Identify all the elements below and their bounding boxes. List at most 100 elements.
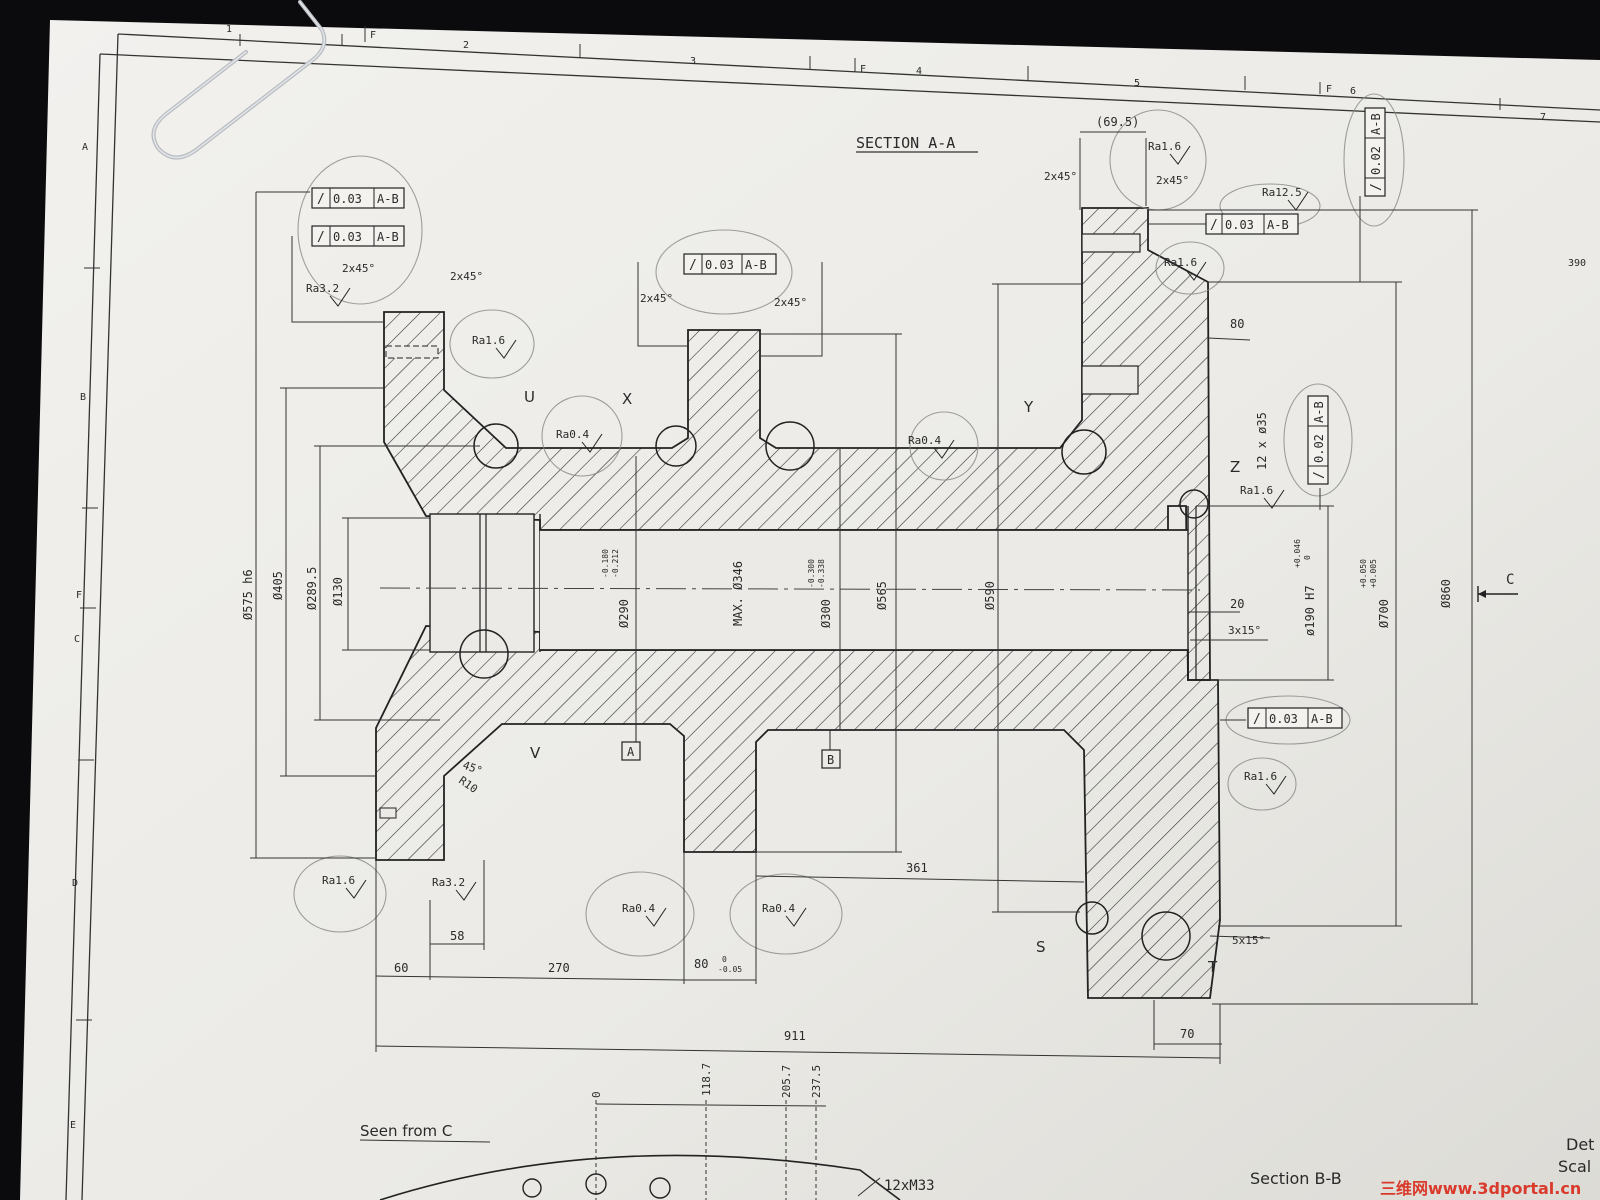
dia-860: Ø860 — [1439, 579, 1453, 608]
ra-symbol-11: Ra3.2 — [432, 876, 477, 901]
dim-80-bottom: 80 — [694, 957, 708, 971]
bottom-dim-0: 0 — [590, 1091, 603, 1098]
chamfer-3: 2x45° — [640, 292, 673, 305]
border-row-b: B — [80, 392, 86, 403]
section-bb-title: Section B-B — [1250, 1169, 1342, 1188]
tolerance-frame-4: / 0.03 A-B — [1205, 213, 1299, 235]
svg-text:Ra0.4: Ra0.4 — [762, 902, 795, 915]
dia-290: Ø290 — [617, 599, 631, 628]
svg-text:/: / — [1369, 183, 1384, 191]
dia-700-tol-lower: +0.005 — [1369, 559, 1378, 588]
ra-symbol-9: Ra1.6 — [1244, 770, 1287, 795]
svg-text:Ra0.4: Ra0.4 — [556, 428, 589, 441]
border-col-7: 7 — [1540, 112, 1546, 123]
watermark: 三维网www.3dportal.cn — [1380, 1179, 1581, 1198]
svg-text:0.02: 0.02 — [1369, 146, 1383, 175]
border-row-f: F — [76, 590, 82, 601]
bottom-dim-118-7: 118.7 — [700, 1063, 713, 1096]
dim-holes: 12 x ø35 — [1255, 412, 1269, 470]
dia-300-tol-upper: -0.300 — [807, 559, 816, 588]
border-row-c: C — [74, 634, 80, 645]
ra-symbol-8: Ra1.6 — [1240, 484, 1285, 509]
bottom-dim-205-7: 205.7 — [780, 1065, 793, 1098]
dimension-lines — [250, 131, 1478, 1064]
chamfer-angle-45: 45° — [461, 759, 484, 778]
tolerance-frames: / 0.03 A-B / 0.03 A-B / 0.03 A-B / 0.03 … — [311, 107, 1386, 729]
dia-289-5: Ø289.5 — [305, 567, 319, 610]
detail-z: Z — [1230, 458, 1240, 476]
dia-700: Ø700 — [1377, 599, 1391, 628]
svg-text:0.03: 0.03 — [705, 258, 734, 272]
detail-circles — [459, 421, 1209, 961]
svg-text:Ra1.6: Ra1.6 — [1240, 484, 1273, 497]
dia-130: Ø130 — [331, 577, 345, 606]
dim-270: 270 — [548, 961, 570, 975]
border-row-d: D — [72, 878, 78, 889]
svg-text:/: / — [317, 192, 325, 207]
tolerance-frame-2: / 0.03 A-B — [311, 225, 405, 247]
section-aa-title: SECTION A-A — [856, 134, 955, 152]
svg-text:/: / — [1312, 471, 1327, 479]
svg-text:Ra12.5: Ra12.5 — [1262, 186, 1302, 199]
dia-190-h7: ø190 H7 — [1303, 585, 1317, 636]
dia-405: Ø405 — [271, 571, 285, 600]
center-line — [379, 587, 1201, 591]
ra-symbol-6: Ra12.5 — [1262, 186, 1309, 211]
dim-69-5: (69.5) — [1096, 115, 1139, 129]
tolerance-frame-3: / 0.03 A-B — [683, 253, 777, 275]
dia-190-tol-lower: 0 — [1303, 555, 1312, 560]
chamfer-8: 5x15° — [1232, 934, 1265, 947]
border-col-4: 4 — [916, 66, 922, 77]
svg-text:A-B: A-B — [1311, 712, 1333, 726]
dim-60: 60 — [394, 961, 408, 975]
border-f-mark-1: F — [370, 30, 376, 41]
ra-symbol-4: Ra0.4 — [908, 434, 955, 459]
svg-text:A-B: A-B — [745, 258, 767, 272]
dia-300: Ø300 — [819, 599, 833, 628]
detail-y: Y — [1023, 398, 1034, 416]
linear-dimensions: (69.5) 80 12 x ø35 20 361 58 60 270 80 0… — [394, 115, 1586, 1043]
scal-label: Scal — [1558, 1157, 1591, 1176]
svg-text:0.02: 0.02 — [1312, 434, 1326, 463]
border-f-mark-2: F — [860, 64, 866, 75]
det-label: Det — [1566, 1135, 1594, 1154]
detail-x: X — [622, 390, 632, 408]
ra-symbol-10: Ra1.6 — [322, 874, 367, 899]
diameter-labels: Ø575 h6 Ø405 Ø289.5 Ø130 Ø290 -0.180 -0.… — [241, 539, 1453, 636]
thread-callout: 12xM33 — [884, 1178, 935, 1194]
dia-190-tol-upper: +0.046 — [1293, 539, 1302, 568]
dim-80-top: 80 — [1230, 317, 1244, 331]
svg-text:A-B: A-B — [377, 230, 399, 244]
svg-text:Ra1.6: Ra1.6 — [1148, 140, 1181, 153]
svg-text:Ra3.2: Ra3.2 — [432, 876, 465, 889]
dim-361: 361 — [906, 861, 928, 875]
ra-symbol-3: Ra0.4 — [556, 428, 603, 453]
chamfer-6: 2x45° — [1156, 174, 1189, 187]
datum-markers: A B — [621, 724, 841, 769]
chamfer-callouts: 2x45° 2x45° 2x45° 2x45° 2x45° 2x45° 3x15… — [342, 170, 1265, 947]
dia-590: Ø590 — [983, 581, 997, 610]
detail-s: S — [1036, 938, 1046, 956]
datum-a-label: A — [627, 745, 635, 759]
svg-text:0.03: 0.03 — [1225, 218, 1254, 232]
svg-text:/: / — [689, 258, 697, 273]
border-col-6: 6 — [1350, 86, 1356, 97]
ra-symbol-7: Ra1.6 — [1164, 256, 1207, 281]
lower-section: Seen from C 0 118.7 205.7 237.5 12xM33 S… — [359, 1063, 1594, 1200]
ra-symbol-1: Ra3.2 — [306, 282, 351, 307]
part-cross-section — [375, 207, 1221, 999]
dim-390: 390 — [1568, 258, 1586, 269]
view-marker-c: C — [1477, 572, 1518, 602]
datum-b-label: B — [827, 753, 834, 767]
dim-20: 20 — [1230, 597, 1244, 611]
border-col-3: 3 — [690, 56, 696, 67]
tolerance-frame-5: / 0.03 A-B — [1247, 707, 1343, 729]
dia-575: Ø575 h6 — [241, 569, 255, 620]
svg-text:Ra1.6: Ra1.6 — [472, 334, 505, 347]
svg-text:0.03: 0.03 — [1269, 712, 1298, 726]
ra-symbol-13: Ra0.4 — [762, 902, 807, 927]
border-row-a: A — [82, 142, 88, 153]
chamfer-2: 2x45° — [450, 270, 483, 283]
dia-300-tol-lower: -0.338 — [817, 559, 826, 588]
